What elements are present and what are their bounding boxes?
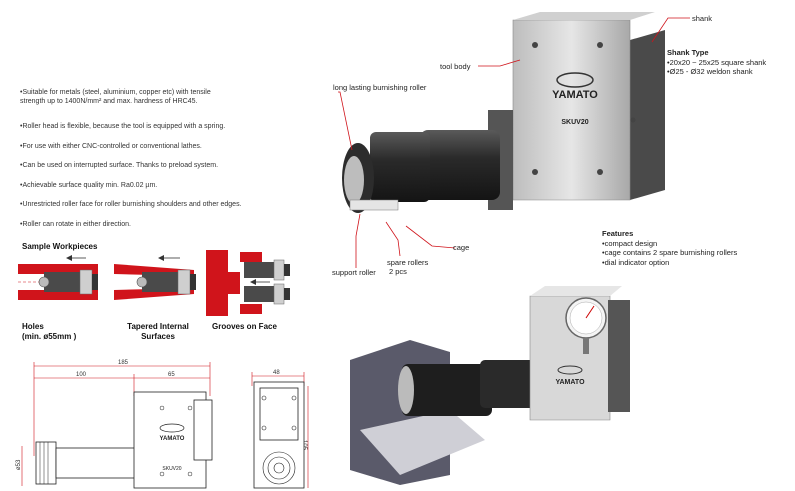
callout-spare-rollers: spare rollers 2 pcs: [387, 258, 429, 276]
feature-interrupted: •Can be used on interrupted surface. Tha…: [20, 162, 219, 169]
render-model: SKUV20: [561, 119, 588, 126]
dial-render-brand: YAMATO: [555, 379, 585, 386]
brand-logo-shape: [556, 72, 594, 88]
shank-shape: [630, 30, 665, 200]
drawing-brand: YAMATO: [160, 436, 185, 442]
product-render-main: YAMATO SKUV20: [342, 12, 665, 213]
dim-side-width: 48: [273, 370, 280, 376]
features-block: Features •compact design •cage contains …: [602, 229, 737, 267]
feature-dial: •dial indicator option: [602, 257, 670, 267]
product-render-dial: YAMATO: [350, 286, 630, 485]
feature-cage: •cage contains 2 spare burnishing roller…: [602, 248, 738, 257]
sample-workpieces-illustration: [18, 250, 290, 316]
dimension-drawing: 185 100 65 48 105 ø53 YAMATO SKUV20: [16, 360, 309, 489]
dim-overall: 185: [118, 360, 129, 366]
feature-materials: •Suitable for metals (steel, aluminium, …: [20, 89, 211, 96]
feature-roller-face: •Unrestricted roller face for roller bur…: [20, 201, 242, 208]
drawing-model: SKUV20: [162, 466, 181, 472]
callout-shank: shank: [692, 14, 713, 23]
grooves-workpiece: [206, 250, 290, 316]
shank-type-title: Shank Type: [667, 48, 709, 57]
holes-label: Holes (min. ø55mm ): [22, 322, 77, 341]
feature-surface-quality: •Achievable surface quality min. Ra0.02 …: [20, 182, 158, 189]
sample-workpieces-heading: Sample Workpieces: [22, 242, 98, 251]
tapered-workpiece: [114, 255, 196, 300]
spare-rollers-shape: [349, 199, 399, 211]
grooves-label: Grooves on Face: [212, 322, 277, 331]
render-brand: YAMATO: [552, 89, 598, 101]
feature-rotation: •Roller can rotate in either direction.: [20, 221, 132, 228]
holes-workpiece: [18, 255, 98, 300]
dim-shank-length: 100: [76, 372, 87, 378]
features-title: Features: [602, 229, 634, 238]
dim-diameter: ø53: [16, 459, 22, 470]
shank-type-weldon: •Ø25 - Ø32 weldon shank: [667, 67, 753, 76]
callout-tool-body: tool body: [440, 62, 471, 71]
tapered-label: Tapered Internal Surfaces: [127, 322, 189, 341]
burnishing-roller-shape: [344, 156, 364, 204]
shank-type-block: Shank Type •20x20 ~ 25x25 square shank •…: [667, 48, 766, 77]
callout-roller: long lasting burnishing roller: [333, 83, 427, 92]
dim-body-length: 65: [168, 372, 175, 378]
shank-type-square: •20x20 ~ 25x25 square shank: [667, 57, 767, 67]
feature-materials-cont: strength up to 1400N/mm² and max. hardne…: [20, 98, 198, 105]
callout-cage: cage: [453, 243, 470, 252]
callout-support-roller: support roller: [332, 268, 376, 277]
feature-lathes: •For use with either CNC-controlled or c…: [20, 143, 202, 150]
feature-compact: •compact design: [602, 238, 658, 248]
feature-spring: •Roller head is flexible, because the to…: [20, 123, 226, 130]
